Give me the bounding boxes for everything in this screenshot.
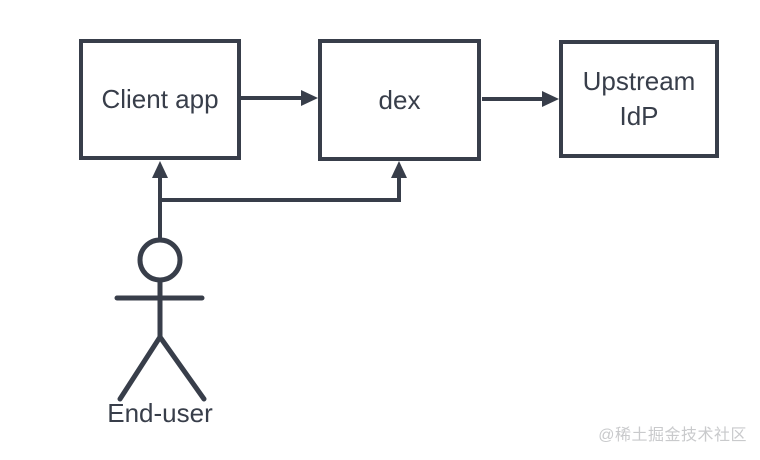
stick-figure-head bbox=[137, 237, 183, 283]
stick-figure-legs bbox=[117, 334, 207, 402]
actor-end-user-label: End-user bbox=[107, 398, 213, 428]
node-upstream-idp-label: Upstream IdP bbox=[582, 66, 696, 131]
arrow-user-to-dex bbox=[158, 161, 407, 202]
node-dex-label: dex bbox=[378, 84, 421, 115]
node-client-app: Client app bbox=[79, 39, 241, 160]
arrow-dex-to-upstream-idp bbox=[482, 91, 559, 107]
node-upstream-idp: Upstream IdP bbox=[559, 40, 719, 158]
arrow-client-to-dex bbox=[241, 90, 318, 106]
node-dex: dex bbox=[318, 39, 481, 161]
watermark: @稀土掘金技术社区 bbox=[598, 427, 747, 444]
stick-figure-icon bbox=[114, 237, 207, 402]
arrow-user-to-client bbox=[152, 161, 168, 239]
node-client-app-label: Client app bbox=[101, 84, 219, 114]
